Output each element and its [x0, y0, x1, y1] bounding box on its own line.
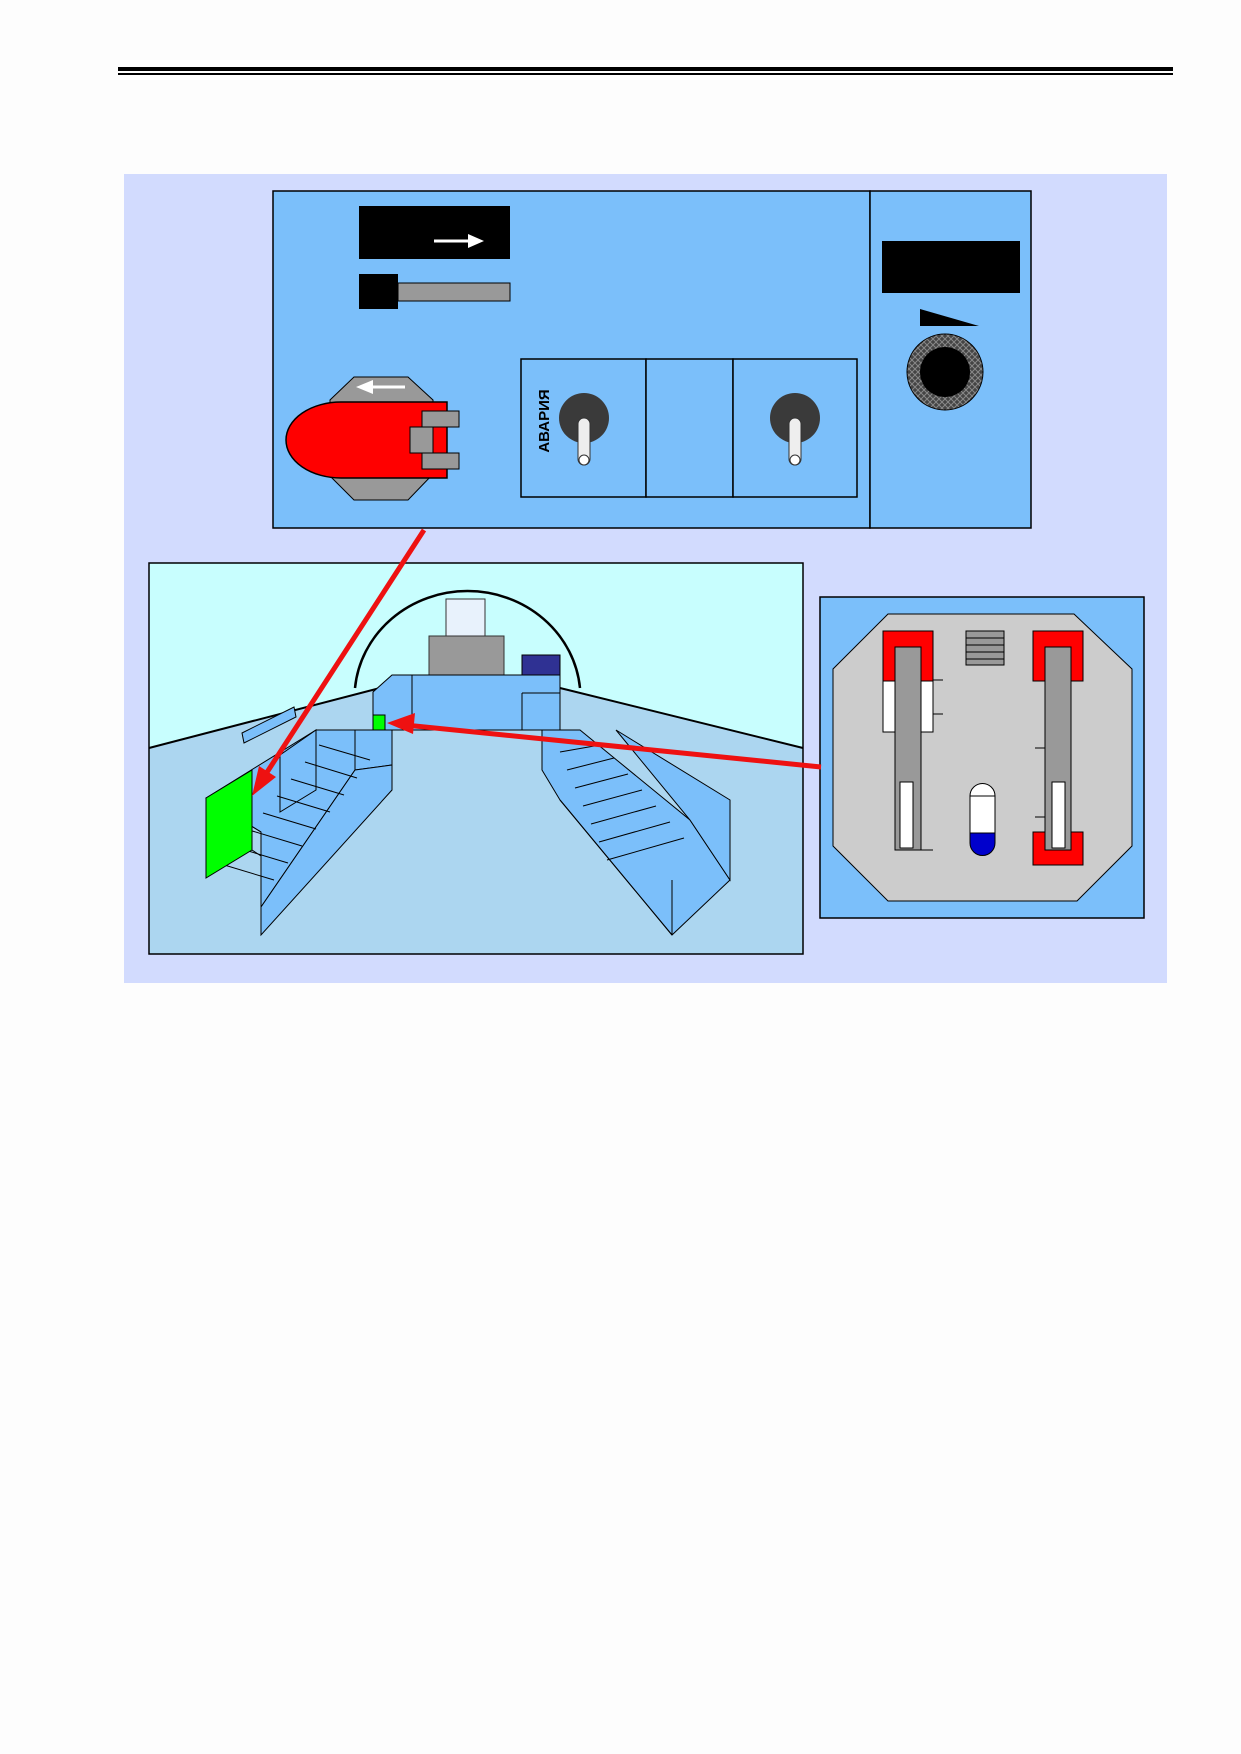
- capsule-indicator-light: [969, 783, 996, 856]
- direction-display: [359, 206, 510, 259]
- red-lever-handle[interactable]: [285, 376, 460, 501]
- canopy-dome: [353, 589, 582, 689]
- left-throttle-lever[interactable]: [882, 630, 943, 851]
- callout-arrow-quadrant-to-console: [387, 713, 822, 770]
- callout-arrow-panel-to-green: [252, 528, 427, 796]
- right-console-panel-lines: [559, 744, 685, 861]
- center-vent-grille: [965, 630, 1005, 666]
- cockpit-view: [148, 562, 804, 955]
- switch-block: АВАРИЯ: [520, 358, 858, 498]
- slider-track: [397, 282, 511, 302]
- lever-quadrant-panel: [819, 596, 1145, 919]
- right-side-console: [541, 729, 731, 936]
- control-panel: АВАРИЯ: [272, 190, 1032, 529]
- header-rule: [118, 67, 1173, 75]
- toggle-switch-icon[interactable]: [559, 393, 609, 466]
- right-throttle-lever[interactable]: [1032, 630, 1084, 866]
- left-side-console: [205, 729, 393, 937]
- emergency-label: АВАРИЯ: [536, 389, 553, 452]
- grey-instrument-block: [428, 635, 505, 676]
- toggle-switch-icon[interactable]: [770, 393, 820, 466]
- head-up-display: [445, 598, 486, 637]
- switch-cell-middle: [645, 358, 734, 498]
- arrow-right-icon: [434, 234, 484, 248]
- left-wall-bar: [241, 706, 297, 744]
- right-display: [882, 241, 1020, 293]
- slider-lever[interactable]: [359, 274, 511, 309]
- knob-indicator-wedge: [920, 309, 979, 326]
- rotary-knob-icon[interactable]: [906, 333, 984, 411]
- slider-handle[interactable]: [359, 274, 398, 309]
- green-indicator-small: [372, 714, 386, 731]
- arrow-left-icon: [356, 380, 405, 394]
